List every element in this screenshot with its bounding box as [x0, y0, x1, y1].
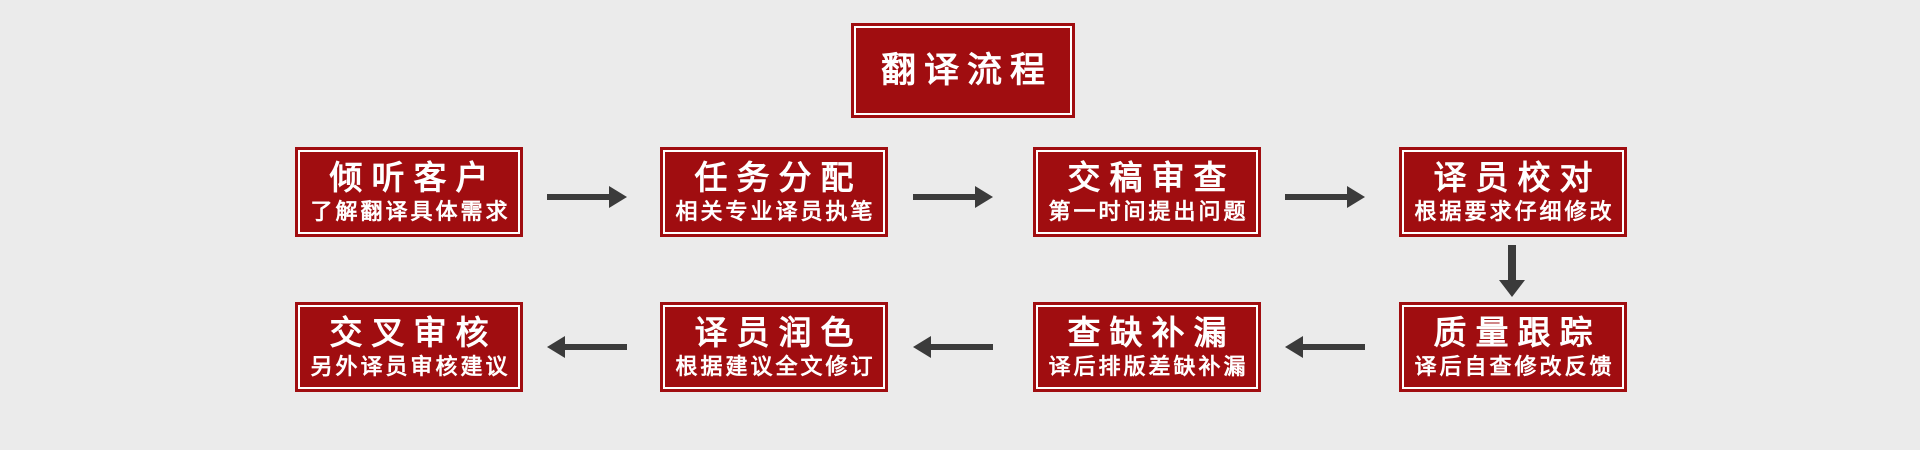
step-title: 查缺补漏: [1067, 314, 1236, 352]
flowchart-title: 翻译流程: [880, 51, 1053, 90]
step-subtitle: 另外译员审核建议: [310, 353, 511, 379]
arrow-head: [913, 336, 931, 358]
arrow-down-icon: [1499, 245, 1525, 297]
step-title: 质量跟踪: [1433, 314, 1602, 352]
arrow-head: [1285, 336, 1303, 358]
arrow-right-icon: [1285, 186, 1365, 208]
step-subtitle: 译后自查修改反馈: [1414, 353, 1615, 379]
flow-step-2: 任务分配 相关专业译员执笔: [660, 147, 888, 237]
step-subtitle: 了解翻译具体需求: [310, 198, 511, 224]
arrow-shaft: [1285, 194, 1348, 200]
flow-step-3: 交稿审查 第一时间提出问题: [1033, 147, 1261, 237]
flow-step-6: 查缺补漏 译后排版差缺补漏: [1033, 302, 1261, 392]
flow-step-8: 交叉审核 另外译员审核建议: [295, 302, 523, 392]
arrow-left-icon: [1285, 336, 1365, 358]
arrow-shaft: [1508, 245, 1516, 281]
arrow-shaft: [564, 344, 627, 350]
step-subtitle: 相关专业译员执笔: [675, 198, 876, 224]
step-subtitle: 根据要求仔细修改: [1414, 198, 1615, 224]
flowchart-title-box: 翻译流程: [851, 23, 1075, 118]
arrow-head: [547, 336, 565, 358]
flow-step-1: 倾听客户 了解翻译具体需求: [295, 147, 523, 237]
step-subtitle: 译后排版差缺补漏: [1048, 353, 1249, 379]
flow-step-4: 译员校对 根据要求仔细修改: [1399, 147, 1627, 237]
arrow-right-icon: [913, 186, 993, 208]
flow-step-5: 质量跟踪 译后自查修改反馈: [1399, 302, 1627, 392]
step-subtitle: 第一时间提出问题: [1048, 198, 1249, 224]
arrow-head: [975, 186, 993, 208]
arrow-shaft: [913, 194, 976, 200]
arrow-left-icon: [547, 336, 627, 358]
step-title: 任务分配: [694, 159, 863, 197]
arrow-head: [1499, 280, 1525, 297]
step-title: 交稿审查: [1067, 159, 1236, 197]
arrow-shaft: [1302, 344, 1365, 350]
step-title: 倾听客户: [329, 159, 498, 197]
arrow-left-icon: [913, 336, 993, 358]
step-title: 译员校对: [1433, 159, 1602, 197]
arrow-right-icon: [547, 186, 627, 208]
step-title: 译员润色: [694, 314, 863, 352]
arrow-head: [1347, 186, 1365, 208]
step-subtitle: 根据建议全文修订: [675, 353, 876, 379]
arrow-shaft: [547, 194, 610, 200]
arrow-shaft: [930, 344, 993, 350]
step-title: 交叉审核: [329, 314, 498, 352]
flow-step-7: 译员润色 根据建议全文修订: [660, 302, 888, 392]
arrow-head: [609, 186, 627, 208]
